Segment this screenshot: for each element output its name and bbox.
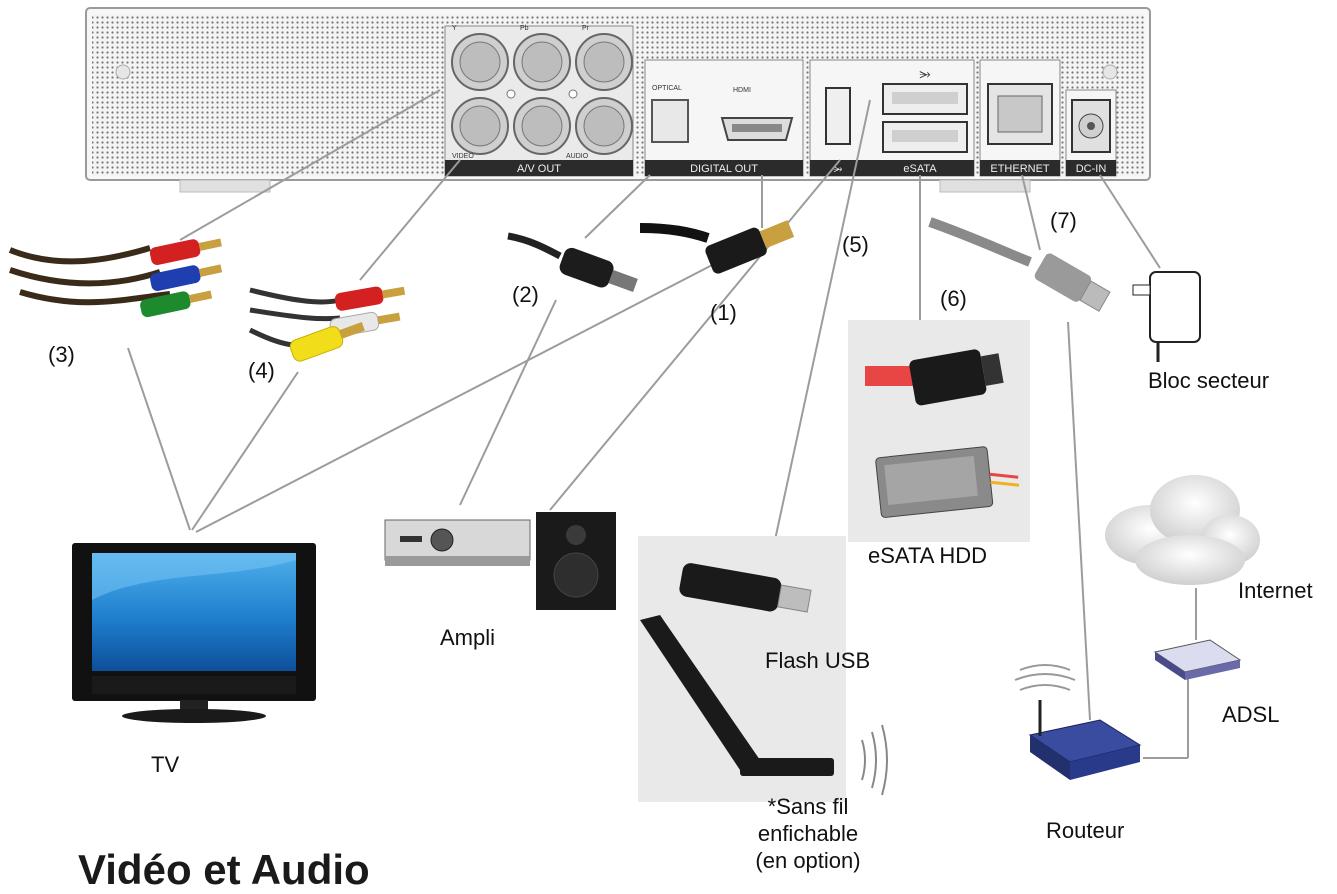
wireless-signal-icon: [861, 724, 888, 796]
esata-label: eSATA: [903, 163, 937, 175]
ethernet-port: [987, 83, 1053, 145]
callout-1: (1): [710, 300, 737, 325]
digital-out-ports: OPTICAL HDMI DIGITAL OUT: [644, 59, 804, 177]
hdmi-cable: [639, 220, 795, 274]
digital-out-label: DIGITAL OUT: [690, 163, 758, 175]
composite-video-port: [451, 97, 509, 155]
label-video: VIDEO: [452, 153, 474, 160]
label-routeur: Routeur: [1046, 818, 1125, 843]
optical-cable: [507, 232, 638, 293]
callout-5: (5): [842, 232, 869, 257]
label-pb: Pb: [520, 25, 529, 32]
audio-left-port: [513, 97, 571, 155]
label-internet: Internet: [1238, 578, 1313, 603]
callout-6: (6): [940, 286, 967, 311]
hdmi-port: [720, 117, 794, 141]
usb-label: ⭃: [834, 163, 843, 175]
dc-in-label: DC-IN: [1076, 163, 1107, 175]
label-optical: OPTICAL: [652, 85, 682, 92]
dc-in-block: DC-IN: [1065, 89, 1117, 177]
label-adsl: ADSL: [1222, 702, 1280, 727]
speaker-icon: [536, 512, 616, 610]
label-wireless-1: *Sans fil: [767, 794, 849, 819]
power-adapter-icon: [1132, 271, 1201, 362]
ethernet-port-block: ETHERNET: [979, 59, 1061, 177]
usb-icon: ⭃: [919, 65, 930, 81]
ethernet-label: ETHERNET: [990, 163, 1050, 175]
audio-right-port: [575, 97, 633, 155]
label-flash-usb: Flash USB: [765, 648, 871, 673]
esata-port: [882, 121, 968, 153]
composite-cable: [248, 286, 406, 362]
callout-7: (7): [1050, 208, 1077, 233]
device-back-panel: Y Pb Pr VIDEO AUDIO A/V OUT OPTICAL HDMI…: [85, 7, 1151, 193]
usb-wireless-panel: [638, 536, 846, 802]
internet-cloud-icon: [1105, 475, 1260, 585]
usb-port-front: [825, 87, 851, 145]
router-icon: [1028, 700, 1142, 780]
router-signal-icon: [1014, 664, 1076, 691]
label-tv: TV: [151, 752, 180, 777]
component-cable: [8, 238, 223, 318]
label-bloc-secteur: Bloc secteur: [1148, 368, 1270, 393]
hard-drive-icon: [875, 446, 1020, 518]
callout-2: (2): [512, 282, 539, 307]
connection-lines: [127, 89, 1197, 759]
callout-4: (4): [248, 358, 275, 383]
adsl-modem-icon: [1153, 639, 1242, 680]
component-pr-port: [575, 33, 633, 91]
label-wireless-3: (en option): [755, 848, 861, 873]
callout-3: (3): [48, 342, 75, 367]
label-esata-hdd: eSATA HDD: [868, 543, 987, 568]
esata-panel: [848, 320, 1030, 542]
component-pb-port: [513, 33, 571, 91]
usb-esata-ports: ⭃ ⭃ eSATA: [809, 59, 975, 177]
label-y: Y: [452, 25, 457, 32]
av-out-label: A/V OUT: [517, 163, 561, 175]
ethernet-cable: [928, 217, 1111, 312]
tv-icon: [72, 543, 316, 723]
amplifier-icon: [384, 519, 531, 566]
usb-port-top: [882, 83, 968, 115]
label-wireless-2: enfichable: [757, 821, 859, 846]
section-title: Vidéo et Audio: [78, 846, 370, 893]
flash-usb-icon: [679, 563, 812, 613]
esata-cable-icon: [865, 349, 1004, 406]
wireless-dongle-icon: [640, 615, 834, 776]
dc-in-port: [1071, 99, 1111, 153]
optical-port: [651, 99, 689, 143]
label-pr: Pr: [582, 25, 590, 32]
label-ampli: Ampli: [440, 625, 496, 650]
av-out-ports: Y Pb Pr VIDEO AUDIO A/V OUT: [444, 25, 634, 177]
label-audio: AUDIO: [566, 153, 589, 160]
label-hdmi: HDMI: [733, 87, 751, 94]
component-y-port: [451, 33, 509, 91]
